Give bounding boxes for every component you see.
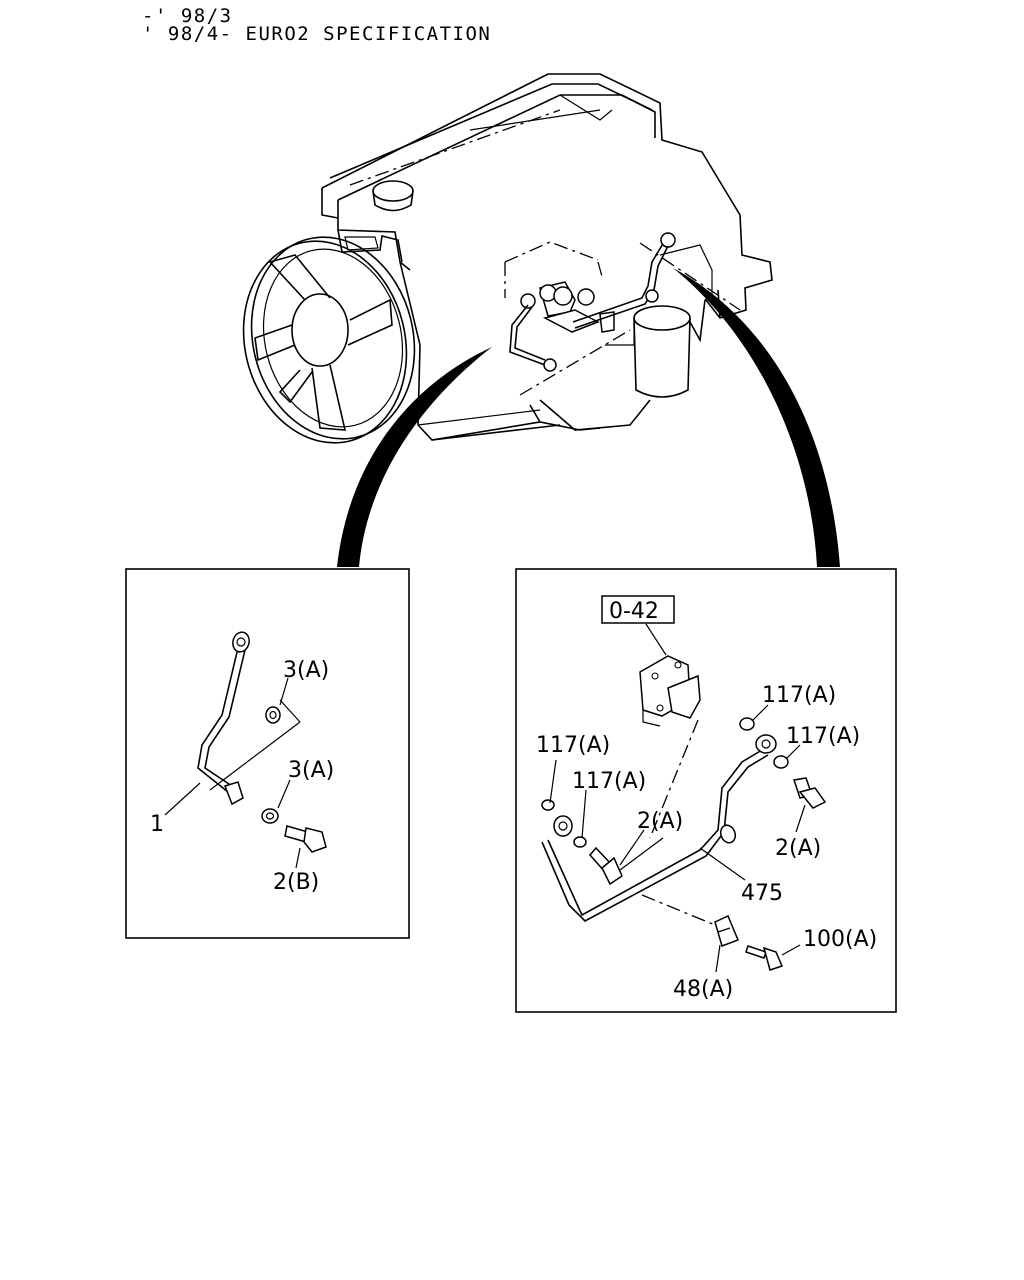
callout-117a-right: 117(A) bbox=[786, 724, 860, 749]
left-connector-wedge bbox=[337, 347, 492, 567]
right-detail-panel: 0-42 bbox=[515, 568, 897, 1013]
pump-bracket bbox=[639, 655, 701, 727]
callout-117a-top-right: 117(A) bbox=[762, 683, 836, 708]
callout-2b: 2(B) bbox=[273, 870, 319, 895]
callout-100a: 100(A) bbox=[803, 927, 877, 952]
washer-icon bbox=[773, 755, 789, 769]
callout-3a-top: 3(A) bbox=[283, 658, 329, 683]
washer-icon bbox=[261, 808, 279, 824]
reference-label: 0-42 bbox=[609, 599, 659, 624]
pipe-clip-icon bbox=[714, 914, 739, 947]
callout-2a-right: 2(A) bbox=[775, 836, 821, 861]
callout-475: 475 bbox=[741, 881, 783, 906]
banjo-bolt-icon bbox=[793, 777, 827, 809]
banjo-bolt-icon bbox=[589, 846, 623, 886]
callout-2a-center: 2(A) bbox=[637, 809, 683, 834]
engine-illustration bbox=[242, 73, 773, 444]
washer-icon bbox=[739, 717, 755, 731]
fuel-pipe-1 bbox=[197, 631, 250, 806]
callout-117a-mid: 117(A) bbox=[572, 769, 646, 794]
banjo-bolt-icon bbox=[284, 825, 327, 853]
clip-bolt-icon bbox=[745, 945, 784, 971]
washer-icon bbox=[573, 836, 587, 848]
callout-3a-bottom: 3(A) bbox=[288, 758, 334, 783]
callout-48a: 48(A) bbox=[673, 977, 733, 1002]
header-line-1: -' 98/3 bbox=[142, 5, 233, 27]
callout-117a-left: 117(A) bbox=[536, 733, 610, 758]
left-detail-panel: 1 3(A) 3(A) 2(B) bbox=[125, 568, 410, 939]
fuel-pipe-475 bbox=[541, 734, 777, 922]
engine-fan bbox=[242, 236, 416, 444]
washer-icon bbox=[265, 706, 281, 724]
callout-1: 1 bbox=[150, 812, 164, 837]
washer-icon bbox=[541, 799, 555, 811]
header-line-2: ' 98/4- EURO2 SPECIFICATION bbox=[142, 23, 492, 45]
right-connector-wedge bbox=[673, 268, 840, 567]
oil-filter bbox=[605, 305, 691, 398]
reference-box bbox=[601, 595, 675, 624]
